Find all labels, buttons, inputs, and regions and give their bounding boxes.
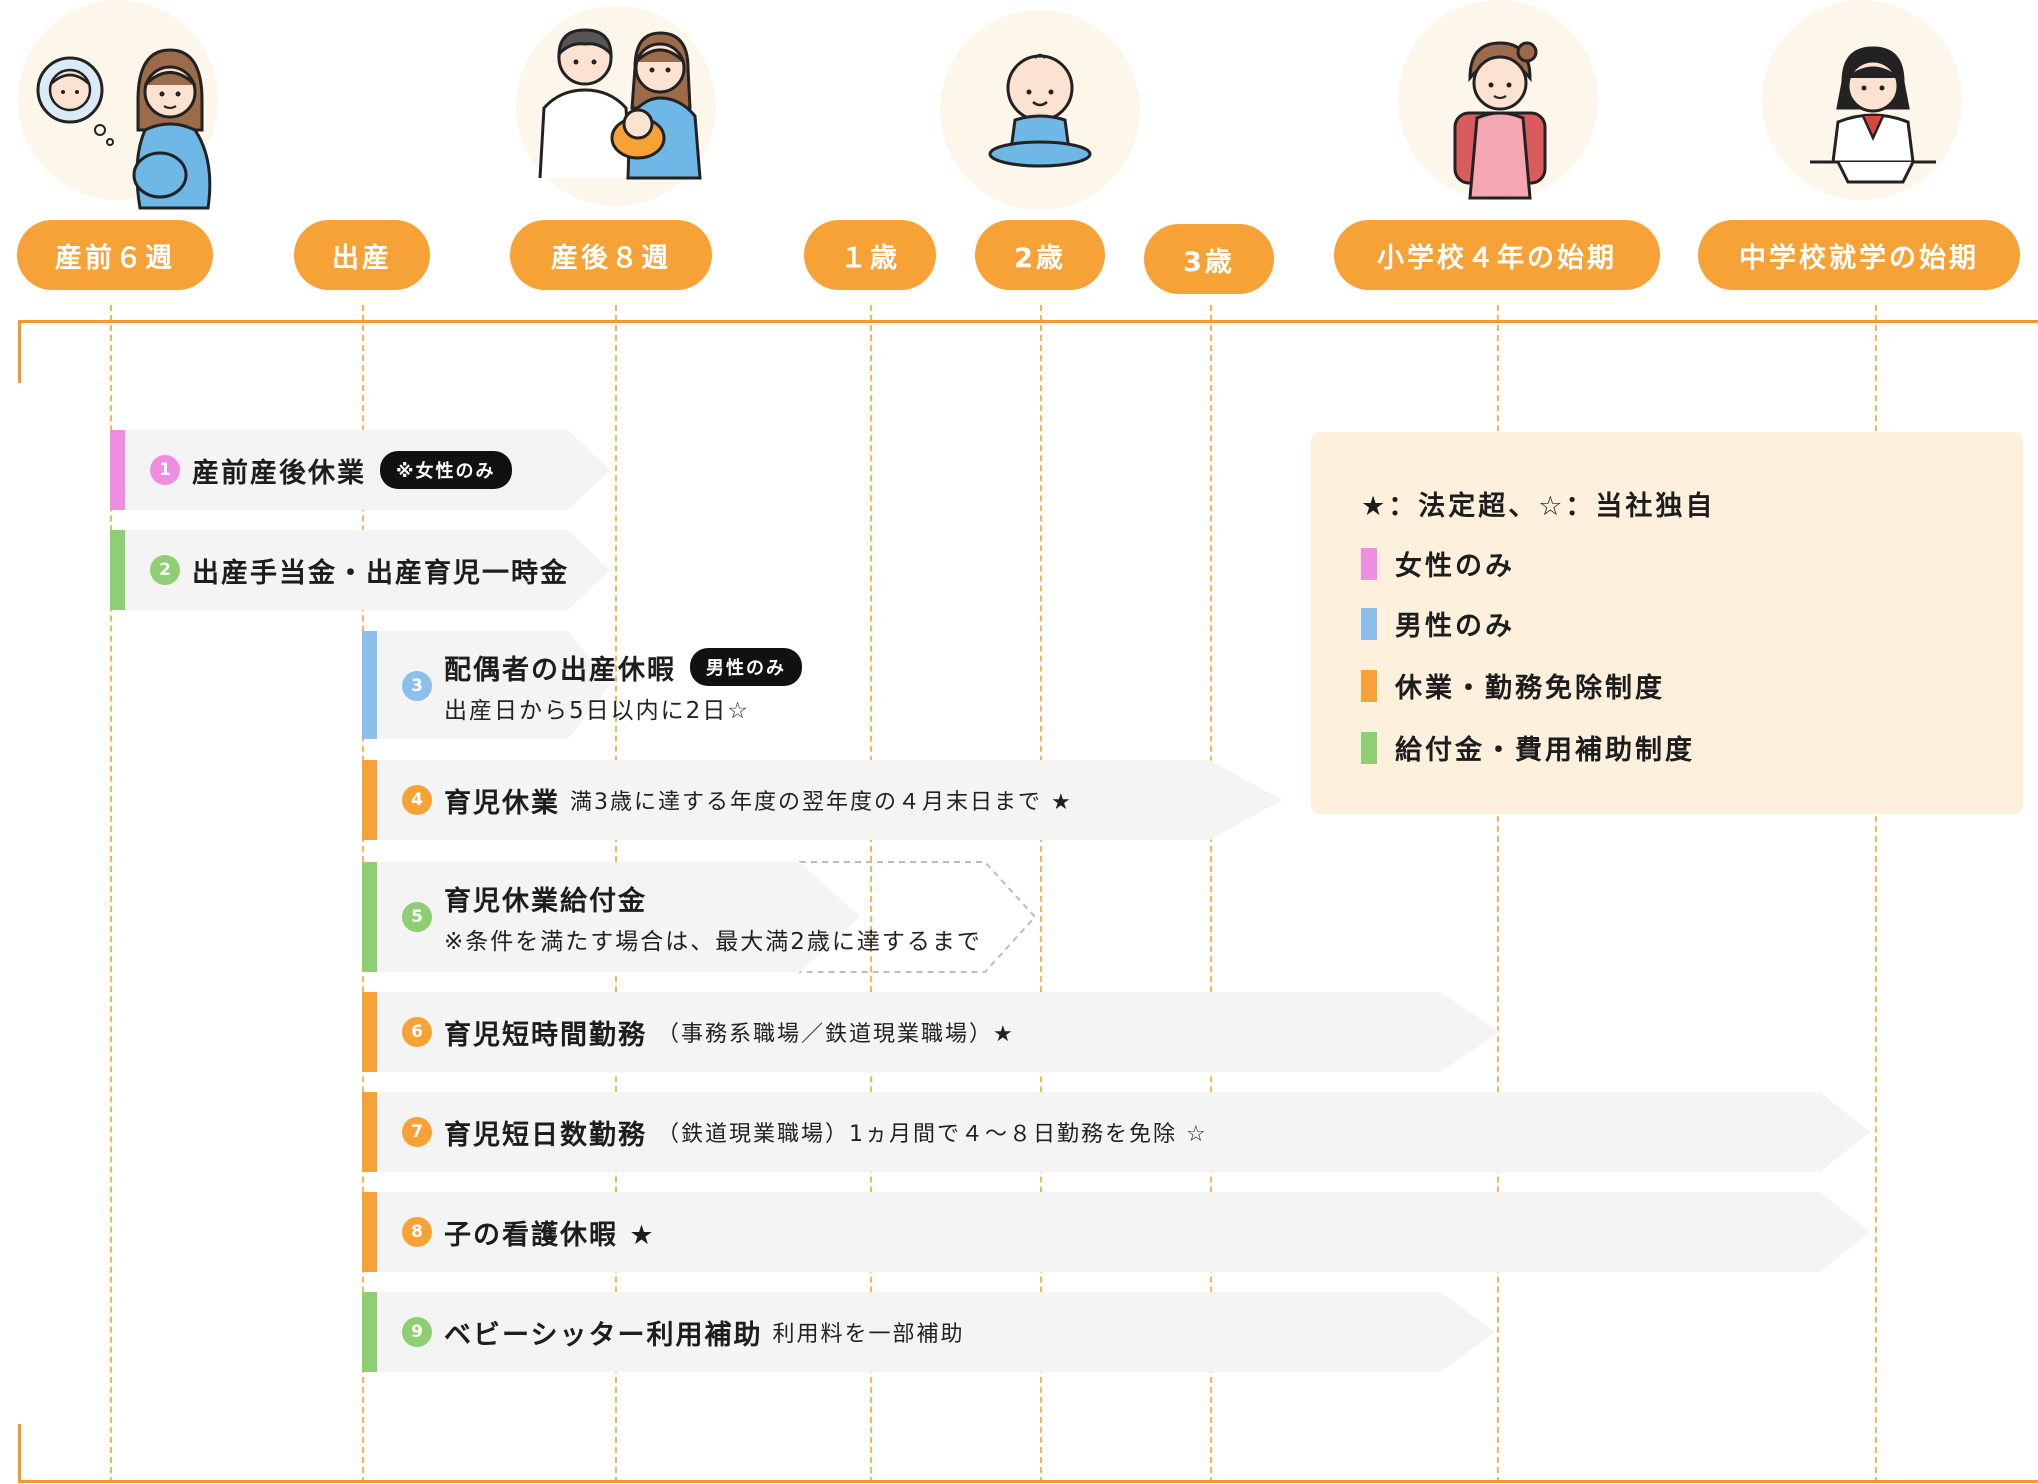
legend-row-benefit: 給付金・費用補助制度 xyxy=(1361,728,1695,767)
bar-4-note: 満3歳に達する年度の翌年度の４月末日まで ★ xyxy=(570,790,1073,815)
bar-4-accent xyxy=(362,760,377,840)
bar-5-accent xyxy=(362,862,377,972)
bar-2-shape xyxy=(110,530,610,610)
studying-student-icon xyxy=(1810,46,1936,184)
guide-line-junior-high xyxy=(1875,305,1877,1483)
bar-1-shape xyxy=(110,430,610,510)
bar-3-number: 3 xyxy=(402,671,432,701)
parents-with-baby-icon xyxy=(538,28,702,180)
bar-7-label: 7 育児短日数勤務 （鉄道現業職場）1ヵ月間で４～８日勤務を免除 ☆ xyxy=(402,1112,1208,1152)
bar-5-subline: ※条件を満たす場合は、最大満2歳に達するまで xyxy=(444,928,982,955)
bar-6-accent xyxy=(362,992,377,1072)
bar-6-title: 育児短時間勤務 xyxy=(444,1019,647,1051)
bar-1-number: 1 xyxy=(150,455,180,485)
timeline-bracket-top xyxy=(18,320,2038,383)
bar-6-number: 6 xyxy=(402,1017,432,1047)
bar-6-shape xyxy=(362,992,1500,1072)
bar-3-badge: 男性のみ xyxy=(690,648,802,686)
legend-label-leave: 休業・勤務免除制度 xyxy=(1395,673,1665,704)
legend-label-female: 女性のみ xyxy=(1395,551,1515,582)
bar-7-note: （鉄道現業職場）1ヵ月間で４～８日勤務を免除 ☆ xyxy=(657,1122,1208,1147)
guide-line-age2 xyxy=(1040,305,1042,1483)
legend-label-male: 男性のみ xyxy=(1395,611,1515,642)
milestone-age-2: 2歳 xyxy=(975,220,1105,290)
bar-5-shape xyxy=(362,862,860,972)
bar-2-label: 2 出産手当金・出産育児一時金 xyxy=(150,550,569,590)
milestone-junior-high: 中学校就学の始期 xyxy=(1698,220,2020,290)
bar-7-title: 育児短日数勤務 xyxy=(444,1119,647,1151)
legend-header: ★：法定超、☆：当社独自 xyxy=(1361,491,1716,522)
bar-4-number: 4 xyxy=(402,785,432,815)
bar-3-label: 3 配偶者の出産休暇 男性のみ 出産日から5日以内に2日☆ xyxy=(402,648,802,724)
milestone-prenatal-6w: 産前６週 xyxy=(17,220,213,290)
milestone-postnatal-8w: 産後８週 xyxy=(510,220,712,290)
bar-1-badge: ※女性のみ xyxy=(380,451,512,489)
legend-swatch-orange xyxy=(1361,669,1377,702)
legend-row-male: 男性のみ xyxy=(1361,604,1515,643)
bar-9-note: 利用料を一部補助 xyxy=(772,1322,965,1347)
legend-swatch-blue xyxy=(1361,607,1377,640)
bar-3-subline: 出産日から5日以内に2日☆ xyxy=(444,697,750,724)
bar-8-number: 8 xyxy=(402,1217,432,1247)
bar-3-shape xyxy=(362,631,610,739)
guide-line-age1 xyxy=(870,305,872,1483)
bar-7-shape xyxy=(362,1092,1870,1172)
bar-5-number: 5 xyxy=(402,902,432,932)
bar-9-title: ベビーシッター利用補助 xyxy=(444,1319,763,1351)
schoolgirl-with-backpack-icon xyxy=(1453,41,1547,200)
legend-swatch-pink xyxy=(1361,547,1377,580)
milestone-birth: 出産 xyxy=(294,220,430,290)
bar-1-accent xyxy=(110,430,125,510)
bar-3-title: 配偶者の出産休暇 xyxy=(444,654,676,686)
bar-8-label: 8 子の看護休暇 ★ xyxy=(402,1212,656,1252)
timeline-bracket-bottom xyxy=(18,1424,2038,1483)
bar-9-label: 9 ベビーシッター利用補助 利用料を一部補助 xyxy=(402,1312,964,1352)
bar-4-shape xyxy=(362,760,1282,840)
legend-panel: ★：法定超、☆：当社独自 女性のみ 男性のみ 休業・勤務免除制度 給付金・費用補… xyxy=(1311,432,2023,814)
legend-label-benefit: 給付金・費用補助制度 xyxy=(1395,735,1695,766)
guide-line-elementary xyxy=(1497,305,1499,1483)
bar-5-label: 5 育児休業給付金 ※条件を満たす場合は、最大満2歳に達するまで xyxy=(402,878,982,956)
bar-8-title: 子の看護休暇 ★ xyxy=(444,1219,656,1251)
bar-7-accent xyxy=(362,1092,377,1172)
bar-9-number: 9 xyxy=(402,1317,432,1347)
bar-1-label: 1 産前産後休業 ※女性のみ xyxy=(150,450,512,490)
bar-1-title: 産前産後休業 xyxy=(192,457,366,489)
bar-2-accent xyxy=(110,530,125,610)
bar-6-note: （事務系職場／鉄道現業職場）★ xyxy=(657,1022,1015,1047)
bar-8-accent xyxy=(362,1192,377,1272)
bar-3-accent xyxy=(362,631,377,739)
bar-9-shape xyxy=(362,1292,1495,1372)
legend-row-female: 女性のみ xyxy=(1361,544,1515,583)
sitting-baby-icon xyxy=(988,53,1092,168)
bar-7-number: 7 xyxy=(402,1117,432,1147)
bar-8-shape xyxy=(362,1192,1870,1272)
legend-swatch-green xyxy=(1361,731,1377,764)
bar-5-extension xyxy=(799,861,1037,973)
legend-row-leave: 休業・勤務免除制度 xyxy=(1361,666,1665,705)
guide-line-prenatal xyxy=(110,305,112,1483)
milestone-age-3: 3歳 xyxy=(1144,224,1274,294)
guide-line-age3 xyxy=(1210,305,1212,1483)
bar-4-title: 育児休業 xyxy=(444,787,560,819)
milestone-age-1: １歳 xyxy=(804,220,936,290)
bar-4-label: 4 育児休業 満3歳に達する年度の翌年度の４月末日まで ★ xyxy=(402,780,1073,820)
pregnant-woman-icon xyxy=(36,48,212,210)
bar-2-number: 2 xyxy=(150,555,180,585)
bar-5-title: 育児休業給付金 xyxy=(444,885,647,917)
bar-9-accent xyxy=(362,1292,377,1372)
milestone-elementary-4th: 小学校４年の始期 xyxy=(1334,220,1660,290)
bar-2-title: 出産手当金・出産育児一時金 xyxy=(192,557,569,589)
bar-6-label: 6 育児短時間勤務 （事務系職場／鉄道現業職場）★ xyxy=(402,1012,1015,1052)
